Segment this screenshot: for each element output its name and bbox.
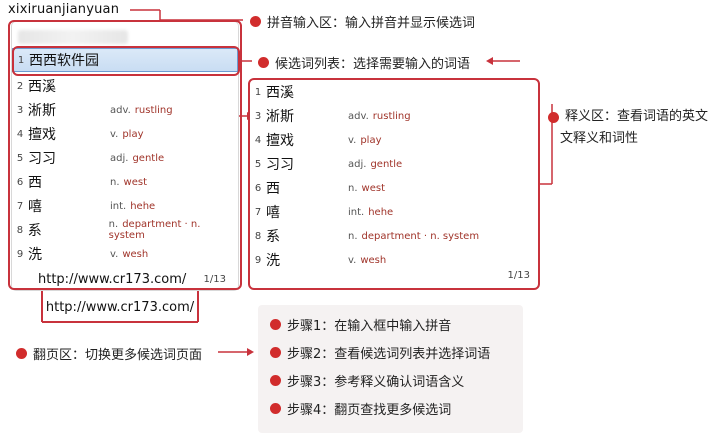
- candidate-index: 8: [16, 224, 24, 236]
- bullet-dot-icon: [16, 348, 27, 359]
- candidate-word: 擅戏: [28, 127, 56, 143]
- steps-panel: 步骤1：在输入框中输入拼音 步骤2：查看候选词列表并选择词语 步骤3：参考释义确…: [258, 305, 523, 433]
- candidate-word: 嘻: [266, 205, 280, 221]
- annotation-explain-area: 释义区：查看词语的英文 文释义和词性: [548, 106, 708, 150]
- candidate-item-2[interactable]: 2 西溪: [12, 74, 238, 98]
- candidate-index: 8: [254, 230, 262, 242]
- candidate-word: 淅斯: [266, 109, 294, 125]
- candidate-explain: n.department · n. system: [348, 230, 480, 242]
- candidate-index: 3: [16, 104, 24, 116]
- candidate-word: 西: [28, 175, 42, 191]
- candidate-word: 西溪: [28, 79, 56, 95]
- bullet-dot-icon: [250, 16, 261, 27]
- candidate-word: 洗: [28, 247, 42, 263]
- explain-window-frame: [248, 78, 540, 290]
- explain-item-5[interactable]: 5 习习 adj.gentle: [250, 152, 540, 176]
- url-label: http://www.cr173.com/: [45, 300, 195, 315]
- explain-item-6[interactable]: 6 西 n.west: [250, 176, 540, 200]
- candidate-explain: v.wesh: [348, 254, 387, 266]
- candidate-index: 4: [254, 134, 262, 146]
- candidate-word: 习习: [28, 151, 56, 167]
- input-preedit-blur: [18, 30, 128, 44]
- candidate-index: 7: [16, 200, 24, 212]
- footer-url[interactable]: http://www.cr173.com/: [38, 272, 187, 287]
- candidate-index: 7: [254, 206, 262, 218]
- explain-item-9[interactable]: 9 洗 v.wesh: [250, 248, 540, 272]
- candidate-item-9[interactable]: 9 洗 v.wesh: [12, 242, 238, 266]
- candidate-index: 3: [254, 110, 262, 122]
- candidate-explain: adv.rustling: [348, 110, 411, 122]
- step-4: 步骤4：翻页查找更多候选词: [270, 399, 451, 418]
- explain-item-8[interactable]: 8 系 n.department · n. system: [250, 224, 540, 248]
- explain-item-1[interactable]: 1 西溪: [250, 80, 540, 104]
- candidate-word: 习习: [266, 157, 294, 173]
- page-count: 1/13: [507, 270, 530, 281]
- candidate-explain: v.play: [110, 128, 144, 140]
- candidate-item-5[interactable]: 5 习习 adj.gentle: [12, 146, 238, 170]
- candidate-word: 嘻: [28, 199, 42, 215]
- candidate-index: 5: [254, 158, 262, 170]
- candidate-index: 6: [16, 176, 24, 188]
- candidate-word: 洗: [266, 253, 280, 269]
- candidate-word: 西西软件园: [29, 53, 99, 69]
- candidate-explain: n.west: [348, 182, 385, 194]
- candidate-explain: n.west: [110, 176, 147, 188]
- ime-candidate-window: 1 西西软件园 2 西溪 3 淅斯 adv.rustling 4 擅戏 v.pl…: [12, 22, 238, 290]
- bullet-dot-icon: [548, 111, 559, 123]
- candidate-explain: adv.rustling: [110, 104, 173, 116]
- explain-item-4[interactable]: 4 擅戏 v.play: [250, 128, 540, 152]
- candidate-explain: int.hehe: [348, 206, 394, 218]
- pinyin-text: xixiruanjianyuan: [8, 2, 120, 17]
- candidate-item-8[interactable]: 8 系 n.department · n. system: [12, 218, 238, 242]
- candidate-index: 9: [254, 254, 262, 266]
- candidate-index: 1: [17, 54, 25, 66]
- step-3: 步骤3：参考释义确认词语含义: [270, 371, 464, 390]
- page-count: 1/13: [203, 274, 226, 285]
- candidate-word: 系: [266, 229, 280, 245]
- candidate-index: 1: [254, 86, 262, 98]
- annotation-pinyin-area: 拼音输入区：输入拼音并显示候选词: [250, 12, 475, 31]
- candidate-index: 4: [16, 128, 24, 140]
- candidate-item-4[interactable]: 4 擅戏 v.play: [12, 122, 238, 146]
- bullet-dot-icon: [258, 57, 269, 68]
- bullet-dot-icon: [270, 347, 281, 358]
- candidate-explain: v.play: [348, 134, 382, 146]
- candidate-window-frame: [8, 20, 242, 290]
- candidate-explain: adj.gentle: [110, 152, 165, 164]
- bullet-dot-icon: [270, 403, 281, 414]
- explain-item-7[interactable]: 7 嘻 int.hehe: [250, 200, 540, 224]
- candidate-explain: int.hehe: [110, 200, 156, 212]
- bullet-dot-icon: [270, 375, 281, 386]
- candidate-index: 5: [16, 152, 24, 164]
- candidate-index: 6: [254, 182, 262, 194]
- candidate-item-6[interactable]: 6 西 n.west: [12, 170, 238, 194]
- annotation-candidate-list: 候选词列表：选择需要输入的词语: [258, 53, 470, 72]
- candidate-word: 擅戏: [266, 133, 294, 149]
- candidate-item-3[interactable]: 3 淅斯 adv.rustling: [12, 98, 238, 122]
- annotation-page-area: 翻页区：切换更多候选词页面: [16, 344, 202, 363]
- explain-window: 1 西溪 3 淅斯 adv.rustling 4 擅戏 v.play 5 习习 …: [250, 80, 540, 288]
- candidate-word: 淅斯: [28, 103, 56, 119]
- candidate-index: 9: [16, 248, 24, 260]
- candidate-word: 西: [266, 181, 280, 197]
- candidate-item-7[interactable]: 7 嘻 int.hehe: [12, 194, 238, 218]
- step-1: 步骤1：在输入框中输入拼音: [270, 315, 451, 334]
- explain-item-3[interactable]: 3 淅斯 adv.rustling: [250, 104, 540, 128]
- candidate-explain: adj.gentle: [348, 158, 403, 170]
- candidate-index: 2: [16, 80, 24, 92]
- candidate-item-1[interactable]: 1 西西软件园: [12, 48, 238, 72]
- candidate-word: 系: [27, 223, 42, 239]
- step-2: 步骤2：查看候选词列表并选择词语: [270, 343, 490, 362]
- candidate-explain: n.department · n. system: [108, 219, 201, 241]
- candidate-explain: v.wesh: [110, 248, 149, 260]
- bullet-dot-icon: [270, 319, 281, 330]
- candidate-word: 西溪: [266, 85, 294, 101]
- selected-candidate-frame: [12, 46, 240, 76]
